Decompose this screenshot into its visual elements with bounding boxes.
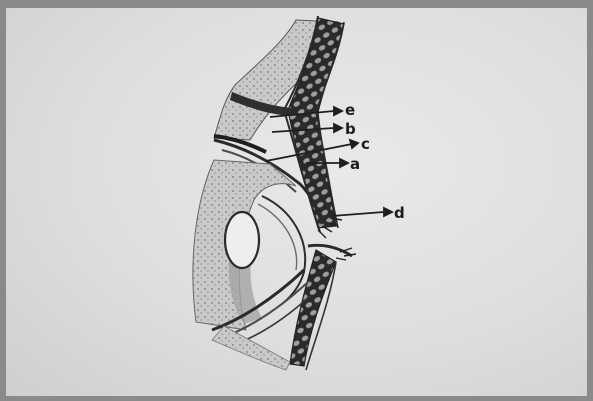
- corneal-curve-inner: [258, 204, 297, 270]
- lower-lid-stroma: [212, 326, 290, 370]
- label-c: c: [361, 135, 370, 153]
- label-a: a: [350, 155, 360, 173]
- label-e: e: [345, 101, 355, 119]
- arrow-d: [332, 212, 384, 216]
- lens-oval: [225, 212, 259, 268]
- label-b: b: [345, 120, 356, 138]
- label-d: d: [394, 204, 405, 222]
